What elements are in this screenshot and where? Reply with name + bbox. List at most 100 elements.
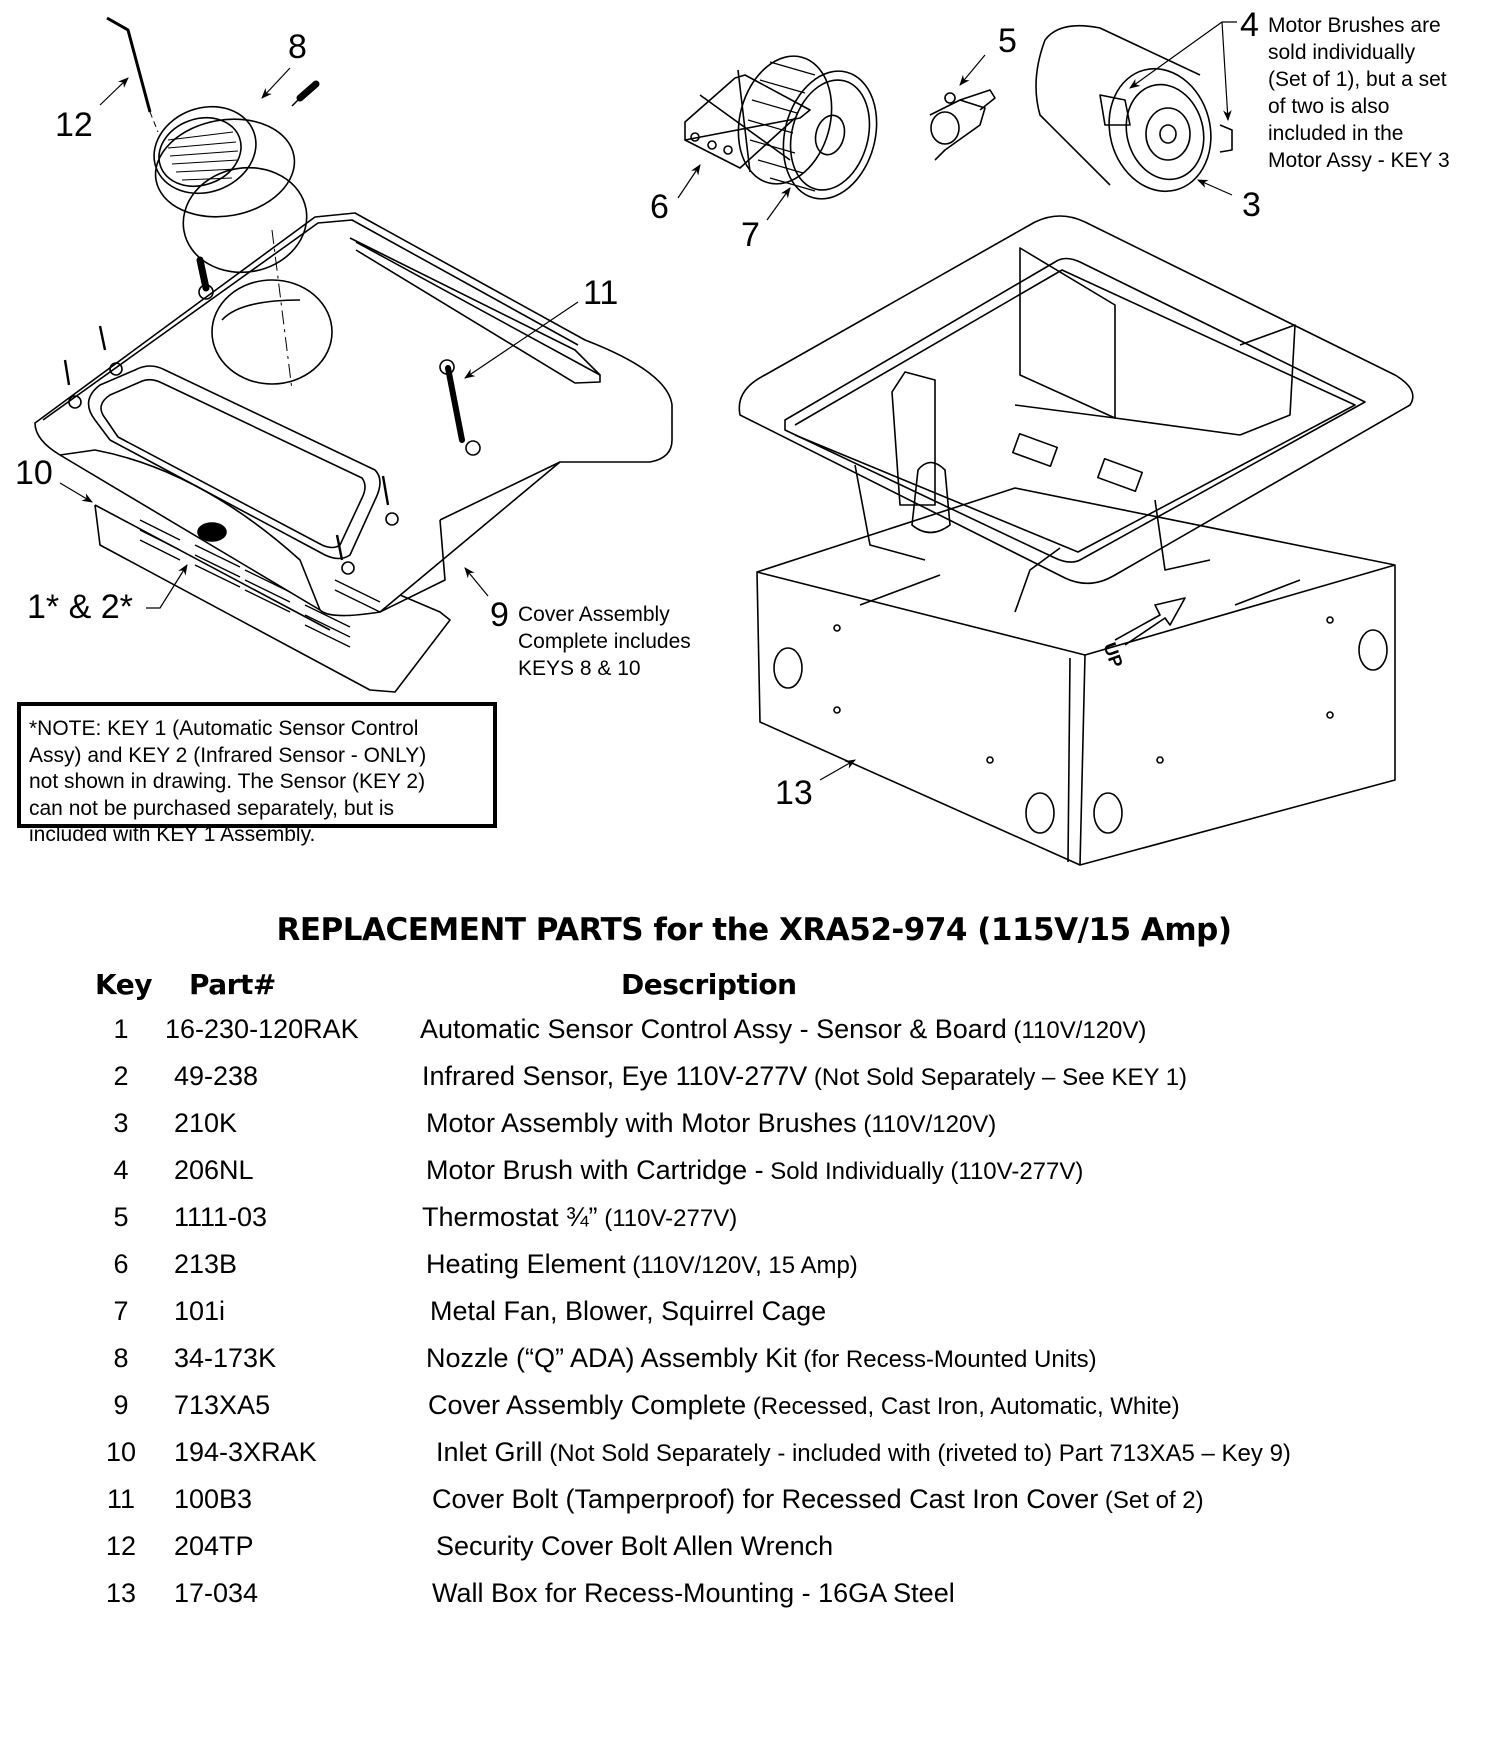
part-number: 194-3XRAK <box>174 1437 317 1467</box>
callout-key-1-and-2: 1* & 2* <box>27 588 133 626</box>
parts-table-row: 8 34-173K Nozzle (“Q” ADA) Assembly Kit (f… <box>0 1343 1508 1383</box>
part-number: 713XA5 <box>174 1390 271 1420</box>
callout-key-6: 6 <box>650 188 669 226</box>
part-number: 101i <box>174 1296 226 1326</box>
callout-key-3: 3 <box>1242 186 1261 224</box>
callout-key-7: 7 <box>741 216 760 254</box>
motor-brush-note-line: included in the <box>1268 122 1404 145</box>
sensor-note-line: can not be purchased separately, but is <box>29 796 395 820</box>
leader-arrows <box>59 21 1237 781</box>
motor-brush-note-line: of two is also <box>1268 95 1390 118</box>
callout-key-11: 11 <box>583 274 619 312</box>
part-number: 206NL <box>174 1155 254 1185</box>
cover-assembly-note: Cover Assembly Complete includes KEYS 8 … <box>518 601 691 682</box>
part-key: 2 <box>113 1061 129 1091</box>
callout-key-12: 12 <box>55 106 93 144</box>
parts-table-row: 1 16-230-120RAK Automatic Sensor Control A… <box>0 1014 1508 1054</box>
wall-box-drawing <box>756 487 1396 866</box>
sensor-note-line: not shown in drawing. The Sensor (KEY 2) <box>29 770 426 793</box>
part-description-detail: (Not Sold Separately – See KEY 1) <box>807 1064 1188 1091</box>
part-description: Cover Assembly Complete (Recessed, Cast … <box>428 1390 1180 1421</box>
part-description: Thermostat ¾” (110V-277V) <box>422 1202 737 1233</box>
parts-table-row: 7 101i Metal Fan, Blower, Squirrel Cage <box>0 1296 1508 1336</box>
cover-note-line: Cover Assembly <box>518 603 670 626</box>
parts-table-row: 12 204TP Security Cover Bolt Allen Wrench <box>0 1531 1508 1571</box>
part-number: 1111-03 <box>174 1202 268 1232</box>
sensor-note-line: Assy) and KEY 2 (Infrared Sensor - ONLY) <box>29 743 427 767</box>
callout-key-13: 13 <box>775 774 813 812</box>
part-description: Infrared Sensor, Eye 110V-277V (Not Sold… <box>422 1061 1187 1092</box>
part-description-main: Security Cover Bolt Allen Wrench <box>436 1531 834 1561</box>
callout-key-4: 4 <box>1240 6 1259 44</box>
part-number: 210K <box>174 1108 238 1138</box>
part-description-main: Motor Brush with Cartridge - <box>426 1155 764 1185</box>
sensor-note-line: *NOTE: KEY 1 (Automatic Sensor Control <box>29 717 419 740</box>
part-description-main: Cover Assembly Complete <box>428 1390 747 1420</box>
part-key: 12 <box>105 1531 137 1561</box>
cover-note-line: KEYS 8 & 10 <box>518 657 641 680</box>
column-header-part: Part# <box>189 968 276 1001</box>
column-header-key: Key <box>95 968 152 1001</box>
column-header-description: Description <box>621 968 797 1001</box>
part-key: 6 <box>113 1249 129 1279</box>
part-number: 34-173K <box>174 1343 277 1373</box>
heater-housing-drawing <box>738 215 1414 613</box>
part-description: Nozzle (“Q” ADA) Assembly Kit (for Reces… <box>426 1343 1097 1374</box>
part-key: 11 <box>106 1484 136 1514</box>
part-key: 1 <box>113 1014 129 1044</box>
callout-key-10: 10 <box>15 454 53 492</box>
part-number: 49-238 <box>174 1061 259 1091</box>
sensor-note-box: *NOTE: KEY 1 (Automatic Sensor Control A… <box>17 702 497 846</box>
part-description-main: Thermostat ¾” <box>422 1202 598 1232</box>
part-description: Motor Assembly with Motor Brushes (110V/… <box>426 1108 996 1139</box>
motor-brush-note-line: sold individually <box>1268 41 1416 64</box>
part-number: 204TP <box>174 1531 254 1561</box>
part-description: Motor Brush with Cartridge - Sold Indivi… <box>426 1155 1083 1186</box>
part-description-main: Wall Box for Recess-Mounting - 16GA Stee… <box>432 1578 955 1608</box>
part-description-detail: (for Recess-Mounted Units) <box>796 1346 1097 1373</box>
parts-table-row: 4 206NL Motor Brush with Cartridge - Sold … <box>0 1155 1508 1195</box>
part-description-detail: (110V-277V) <box>597 1205 738 1232</box>
callout-key-8: 8 <box>288 28 307 66</box>
heating-element-drawing <box>684 69 811 173</box>
part-key: 9 <box>113 1390 129 1420</box>
part-key: 7 <box>113 1296 129 1326</box>
parts-table-row: 9 713XA5 Cover Assembly Complete (Recessed… <box>0 1390 1508 1430</box>
part-description-main: Motor Assembly with Motor Brushes <box>426 1108 857 1138</box>
part-description-main: Metal Fan, Blower, Squirrel Cage <box>430 1296 827 1326</box>
nozzle-drawing <box>153 80 320 274</box>
part-number: 16-230-120RAK <box>165 1014 359 1044</box>
part-description: Inlet Grill (Not Sold Separately - inclu… <box>436 1437 1291 1468</box>
parts-table-row: 10 194-3XRAK Inlet Grill (Not Sold Separat… <box>0 1437 1508 1477</box>
part-description: Heating Element (110V/120V, 15 Amp) <box>426 1249 858 1280</box>
part-key: 13 <box>105 1578 137 1608</box>
motor-brush-note-line: Motor Brushes are <box>1268 14 1441 37</box>
part-description-detail: (Set of 2) <box>1098 1487 1204 1514</box>
parts-table-row: 2 49-238 Infrared Sensor, Eye 110V-277V (N… <box>0 1061 1508 1101</box>
part-key: 8 <box>113 1343 129 1373</box>
part-description-detail: (110V/120V) <box>1006 1017 1147 1044</box>
motor-drawing <box>1035 24 1233 193</box>
cover-assembly-drawing <box>34 212 673 617</box>
part-key: 4 <box>113 1155 129 1185</box>
motor-brush-note: Motor Brushes are sold individually (Set… <box>1268 12 1450 174</box>
sensor-note-line: included with KEY 1 Assembly. <box>29 823 316 846</box>
blower-fan-drawing <box>737 55 878 200</box>
part-description: Security Cover Bolt Allen Wrench <box>436 1531 833 1562</box>
part-description-detail: (110V/120V, 15 Amp) <box>625 1252 858 1279</box>
part-number: 17-034 <box>174 1578 259 1608</box>
inlet-grill-drawing <box>94 504 451 693</box>
part-description-detail: Sold Individually (110V-277V) <box>763 1158 1084 1185</box>
part-description-main: Automatic Sensor Control Assy - Sensor &… <box>420 1014 1007 1044</box>
thermostat-drawing <box>929 89 996 161</box>
callout-key-5: 5 <box>998 22 1017 60</box>
parts-table-title: REPLACEMENT PARTS for the XRA52-974 (115… <box>276 912 1232 948</box>
part-description: Metal Fan, Blower, Squirrel Cage <box>430 1296 826 1327</box>
part-key: 10 <box>105 1437 137 1467</box>
part-description-detail: (Not Sold Separately - included with (ri… <box>542 1440 1291 1467</box>
part-description-main: Nozzle (“Q” ADA) Assembly Kit <box>426 1343 797 1373</box>
part-number: 213B <box>174 1249 238 1279</box>
